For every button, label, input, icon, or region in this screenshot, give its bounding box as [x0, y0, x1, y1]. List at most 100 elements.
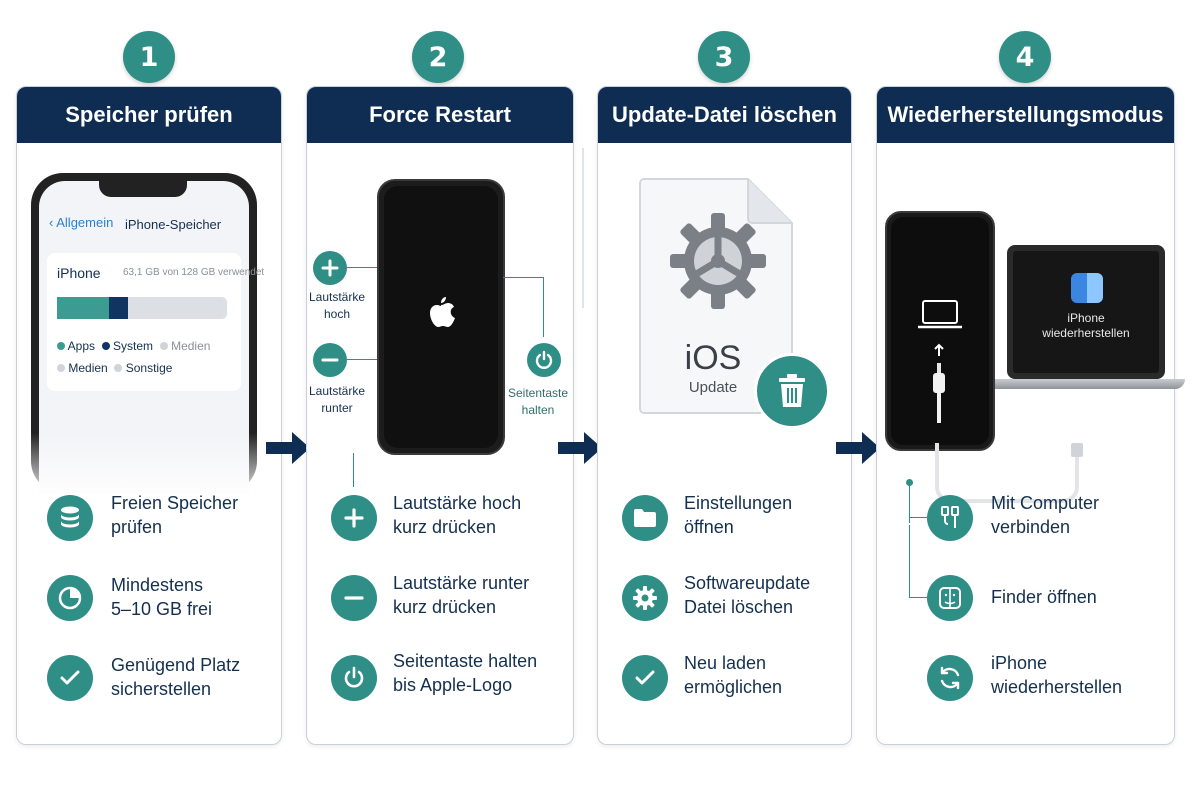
phone-frame: [885, 211, 995, 451]
usb-cable-icon: [935, 443, 1083, 503]
laptop-frame: iPhone wiederherstellen: [1007, 245, 1165, 379]
step-text: Neu laden ermöglichen: [684, 653, 783, 697]
step-text: Einstellungen öffnen: [684, 493, 793, 537]
file-subtitle: Update: [688, 379, 738, 396]
divider: [582, 148, 584, 308]
back-chevron-icon[interactable]: ‹: [49, 215, 54, 230]
check-icon: [622, 655, 668, 701]
step-item: Lautstärke runter kurz drücken: [307, 573, 573, 643]
gear-icon: [670, 213, 766, 309]
check-icon: [47, 655, 93, 701]
step-item: Mit Computer verbinden: [877, 487, 1174, 557]
connector-line: [503, 277, 543, 278]
device-name: iPhone: [57, 265, 101, 281]
panel-delete-update: Update-Datei löschen iOS Update: [597, 86, 852, 745]
volume-up-icon: [313, 251, 347, 285]
connector-line: [543, 277, 544, 337]
back-link[interactable]: Allgemein: [56, 215, 114, 230]
phone-frame: [377, 179, 505, 455]
update-file-illustration: iOS Update: [598, 143, 851, 533]
legend-dot-icon: [114, 364, 123, 372]
step-text: Finder öffnen: [991, 587, 1097, 607]
step-item: Seitentaste halten bis Apple-Logo: [307, 651, 573, 723]
step-text: Seitentaste halten bis Apple-Logo: [393, 651, 538, 695]
connector-line: [909, 517, 927, 518]
finder-icon: [927, 575, 973, 621]
connector-line: [347, 359, 377, 360]
connector-line: [353, 453, 354, 487]
connector-dot: [906, 479, 913, 486]
screen-title: iPhone-Speicher: [125, 217, 222, 232]
cable-icon: [927, 495, 973, 541]
computer-icon: [918, 300, 962, 329]
step-text: Freien Speicher prüfen: [111, 493, 239, 537]
step-text: Mindestens 5–10 GB frei: [111, 575, 213, 619]
legend-item: Sonstige: [125, 361, 173, 375]
folder-icon: [622, 495, 668, 541]
connector-line: [909, 525, 910, 597]
panel-title: Force Restart: [307, 87, 573, 143]
laptop-screen-text: iPhone wiederherstellen: [1042, 311, 1130, 340]
arrow-right-icon: [836, 432, 880, 464]
minus-icon: [331, 575, 377, 621]
step-number-badge-4: 4: [999, 31, 1051, 83]
panel-recovery-mode: Wiederherstellungsmodus iPhone wiederher…: [876, 86, 1185, 745]
connector-line: [909, 483, 910, 523]
lightning-cable-icon: [933, 363, 945, 423]
legend-dot-icon: [159, 342, 168, 350]
gear-icon: [622, 575, 668, 621]
legend-item: System: [113, 339, 154, 353]
panel-title: Wiederherstellungsmodus: [877, 87, 1174, 143]
phone-fade: [17, 433, 281, 503]
step-item: iPhone wiederherstellen: [877, 653, 1174, 723]
step-text: iPhone wiederherstellen: [991, 653, 1123, 697]
power-icon: [527, 343, 561, 377]
legend-dot-icon: [57, 342, 65, 350]
apple-logo-icon: [430, 297, 455, 327]
step-item: Genügend Platz sicherstellen: [17, 653, 281, 723]
step-item: Mindestens 5–10 GB frei: [17, 573, 281, 643]
step-item: Neu laden ermöglichen: [598, 653, 851, 723]
laptop-screen: [1013, 251, 1159, 373]
plus-icon: [331, 495, 377, 541]
volume-down-icon: [313, 343, 347, 377]
legend-dot-icon: [57, 364, 65, 372]
step-item: Einstellungen öffnen: [598, 487, 851, 557]
volume-down-label: Lautstärke runter: [308, 384, 366, 415]
storage-legend: Apps System Medien Medien Sonstige: [57, 335, 237, 379]
arrow-right-icon: [266, 432, 310, 464]
file-title: iOS: [684, 339, 742, 377]
finder-icon: [1071, 273, 1103, 303]
step-number-badge-3: 3: [698, 31, 750, 83]
side-button-label: Seitentaste halten: [507, 386, 569, 417]
phone-storage-illustration: ‹ Allgemein iPhone-Speicher iPhone 63,1 …: [17, 143, 281, 537]
database-icon: [47, 495, 93, 541]
step-item: Lautstärke hoch kurz drücken: [307, 487, 573, 557]
restore-icon: [927, 655, 973, 701]
step-item: Softwareupdate Datei löschen: [598, 573, 851, 643]
legend-item: Apps: [67, 339, 96, 353]
volume-up-label: Lautstärke hoch: [308, 290, 366, 321]
step-text: Lautstärke runter kurz drücken: [393, 573, 530, 617]
arrow-up-icon: [934, 343, 944, 356]
panel-title: Update-Datei löschen: [598, 87, 851, 143]
phone-frame: ‹ Allgemein iPhone-Speicher iPhone 63,1 …: [31, 173, 264, 493]
storage-bar-apps: [57, 297, 109, 319]
legend-item: Medien: [68, 361, 108, 375]
phone-notch: [99, 181, 187, 197]
laptop-base: [987, 379, 1185, 389]
panel-title: Speicher prüfen: [17, 87, 281, 143]
storage-bar-system: [109, 297, 128, 319]
step-number-badge-2: 2: [412, 31, 464, 83]
arrow-right-icon: [558, 432, 602, 464]
force-restart-illustration: Lautstärke hoch Lautstärke runter Seiten…: [307, 143, 573, 533]
panel-force-restart: Force Restart Lautstärke hoch Lautstärke…: [306, 86, 574, 745]
panel-storage-check: Speicher prüfen ‹ Allgemein iPhone-Speic…: [16, 86, 282, 745]
trash-icon: [754, 353, 830, 429]
storage-card: iPhone 63,1 GB von 128 GB verwendet Apps…: [47, 253, 264, 391]
step-text: Mit Computer verbinden: [991, 493, 1100, 537]
phone-screen: ‹ Allgemein iPhone-Speicher iPhone 63,1 …: [39, 181, 264, 493]
usage-text: 63,1 GB von 128 GB verwendet: [123, 267, 265, 278]
legend-dot-icon: [101, 342, 110, 350]
step-item: Finder öffnen: [877, 573, 1174, 643]
